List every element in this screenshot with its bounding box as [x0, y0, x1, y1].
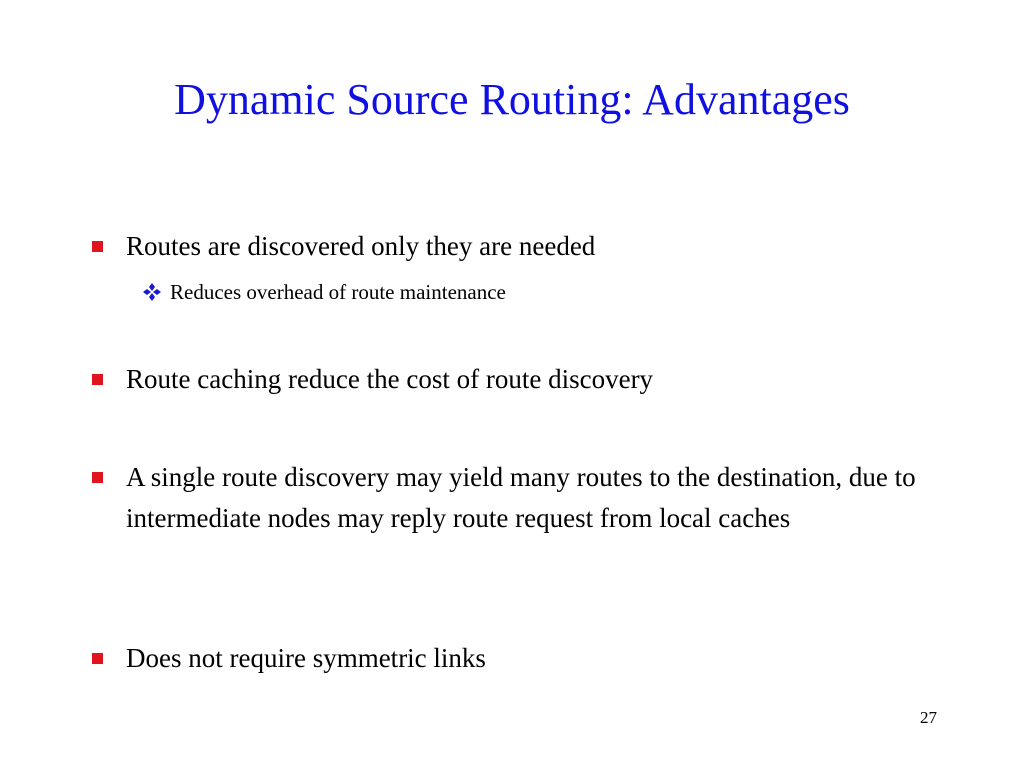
slide-title: Dynamic Source Routing: Advantages — [174, 75, 850, 124]
square-bullet-icon — [92, 653, 103, 664]
square-bullet-icon — [92, 374, 103, 385]
bullet-item-1: Routes are discovered only they are need… — [88, 226, 988, 267]
bullet-text: Does not require symmetric links — [126, 643, 486, 673]
page-number: 27 — [920, 708, 937, 727]
square-bullet-icon — [92, 241, 103, 252]
bullet-item-4: Does not require symmetric links — [88, 638, 988, 679]
bullet-text: A single route discovery may yield many … — [126, 462, 916, 533]
sub-bullet-text: Reduces overhead of route maintenance — [170, 280, 506, 304]
bullet-text: Route caching reduce the cost of route d… — [126, 364, 654, 394]
four-diamond-bullet-icon — [143, 283, 161, 301]
bullet-text: Routes are discovered only they are need… — [126, 231, 596, 261]
bullet-item-2: Route caching reduce the cost of route d… — [88, 359, 988, 400]
bullet-item-3: A single route discovery may yield many … — [88, 457, 988, 539]
square-bullet-icon — [92, 472, 103, 483]
sub-bullet-item-1: Reduces overhead of route maintenance — [142, 278, 942, 306]
